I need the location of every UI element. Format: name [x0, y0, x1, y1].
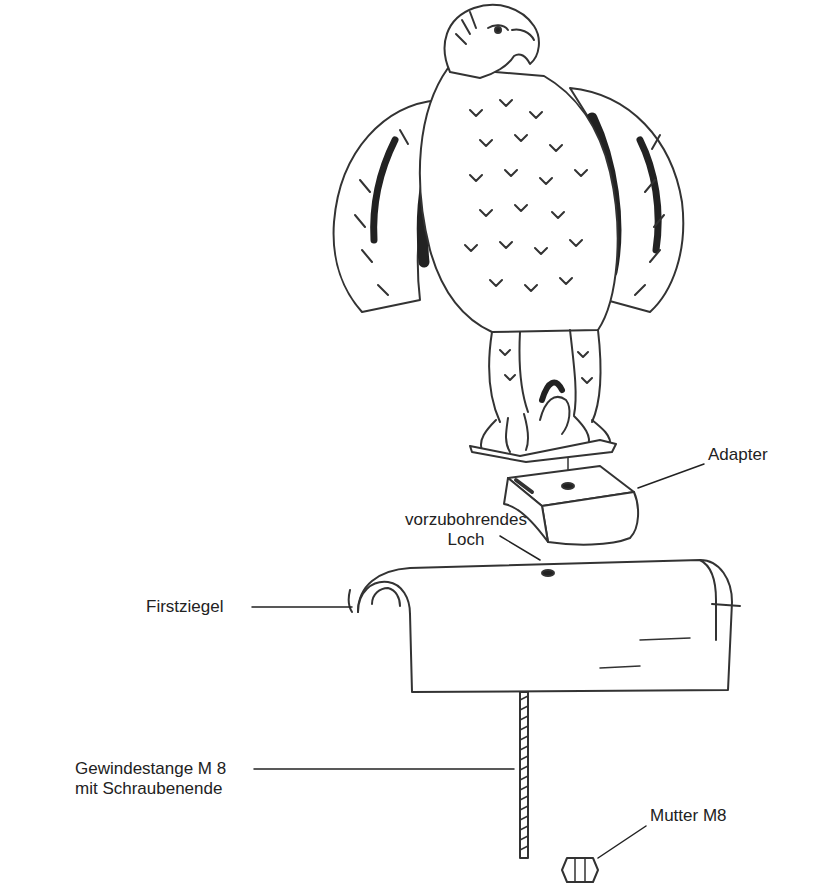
- part-label: Firstziegel: [146, 597, 250, 617]
- ridge-tile: [349, 560, 740, 692]
- part-label: Mutter M8: [650, 806, 770, 826]
- part-label: Gewindestange M 8 mit Schraubenende: [75, 759, 241, 799]
- leader-lines: [252, 464, 704, 858]
- part-label: Adapter: [708, 445, 818, 465]
- nut: [562, 858, 598, 882]
- threaded-rod: [520, 692, 528, 858]
- adapter-block: [504, 458, 638, 545]
- eagle-figure: [334, 5, 684, 462]
- part-label: vorzubohrendes Loch: [396, 510, 536, 550]
